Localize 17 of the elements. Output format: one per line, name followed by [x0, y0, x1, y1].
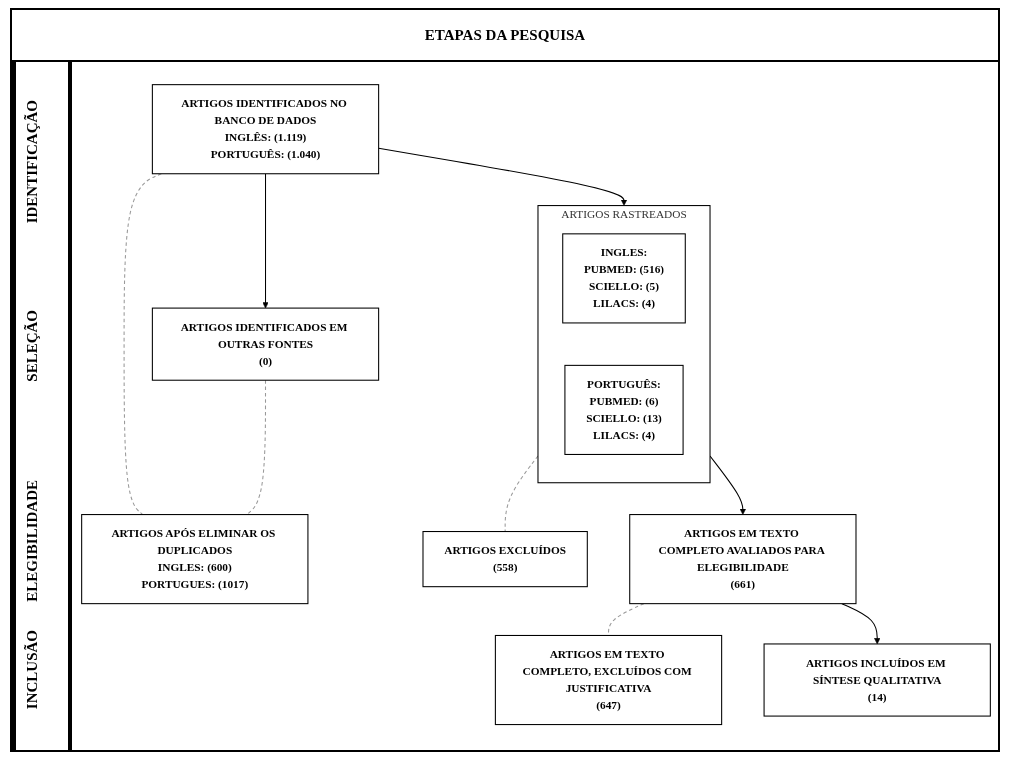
node-box: ARTIGOS APÓS ELIMINAR OS DUPLICADOS INGLES: (600) PORTUGUES: (1017): [81, 514, 309, 605]
node-box: ARTIGOS INCLUÍDOS EM SÍNTESE QUALITATIVA (14): [763, 643, 991, 717]
diagram-title: ETAPAS DA PESQUISA: [12, 10, 998, 62]
phase-label: IDENTIFICAÇÃO: [24, 100, 41, 224]
node-box: ARTIGOS EXCLUÍDOS (558): [422, 531, 588, 588]
phase-label: INCLUSÃO: [24, 630, 41, 710]
node-box: ARTIGOS IDENTIFICADOS NO BANCO DE DADOS INGLÊS: (1.119) PORTUGUÊS: (1.040): [151, 84, 380, 175]
connector: [246, 380, 267, 516]
node-box: ARTIGOS IDENTIFICADOS EM OUTRAS FONTES (0): [151, 307, 380, 382]
node-box: PORTUGUÊS: PUBMED: (6) SCIELLO: (13) LILACS: (4): [564, 365, 684, 456]
node-box: INGLES: PUBMED: (516) SCIELLO: (5) LILACS: (4): [562, 233, 686, 324]
arrow: [378, 148, 628, 207]
arrow: [262, 173, 269, 309]
phase-label: SELEÇÃO: [24, 310, 41, 382]
phase-label: ELEGIBILIDADE: [24, 480, 41, 602]
node-box: ARTIGOS EM TEXTO COMPLETO, EXCLUÍDOS COM JUSTIFICATIVA (647): [494, 635, 723, 726]
node-box: ARTIGOS EM TEXTO COMPLETO AVALIADOS PARA ELEGIBILIDADE (661): [629, 514, 857, 605]
